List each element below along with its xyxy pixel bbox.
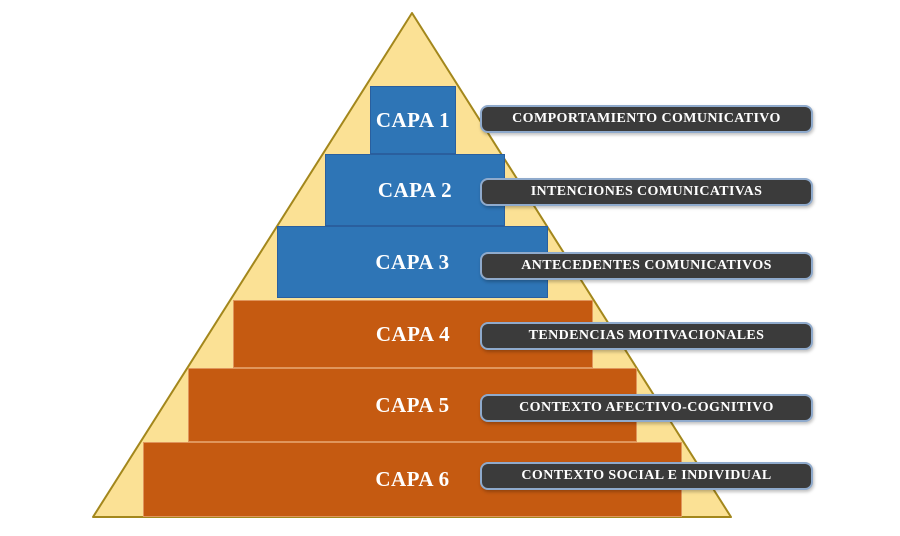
layer-6-name: CAPA 6 <box>375 467 450 491</box>
layer-3-name: CAPA 3 <box>375 249 450 274</box>
layer-6-description-tag: CONTEXTO SOCIAL E INDIVIDUAL <box>480 462 813 490</box>
layer-2-name: CAPA 2 <box>377 177 453 202</box>
layer-4-name: CAPA 4 <box>375 321 451 346</box>
layer-6-description: CONTEXTO SOCIAL E INDIVIDUAL <box>521 468 772 483</box>
layer-5-name: CAPA 5 <box>375 392 450 417</box>
layer-1-name: CAPA 1 <box>375 107 451 132</box>
layer-5-description: CONTEXTO AFECTIVO-COGNITIVO <box>519 400 774 415</box>
layer-4-description: TENDENCIAS MOTIVACIONALES <box>528 328 765 343</box>
layer-2-description-tag: INTENCIONES COMUNICATIVAS <box>480 178 813 206</box>
pyramid-layer-2: CAPA 2 <box>325 154 505 226</box>
layer-4-description-tag: TENDENCIAS MOTIVACIONALES <box>480 322 813 350</box>
layer-1-description-tag: COMPORTAMIENTO COMUNICATIVO <box>480 105 813 133</box>
layer-2-description: INTENCIONES COMUNICATIVAS <box>530 184 763 199</box>
layer-5-description-tag: CONTEXTO AFECTIVO-COGNITIVO <box>480 394 813 422</box>
layer-3-description: ANTECEDENTES COMUNICATIVOS <box>521 258 772 273</box>
layer-1-description: COMPORTAMIENTO COMUNICATIVO <box>512 111 781 126</box>
layer-3-description-tag: ANTECEDENTES COMUNICATIVOS <box>480 252 813 280</box>
pyramid-layer-1: CAPA 1 <box>370 86 456 154</box>
